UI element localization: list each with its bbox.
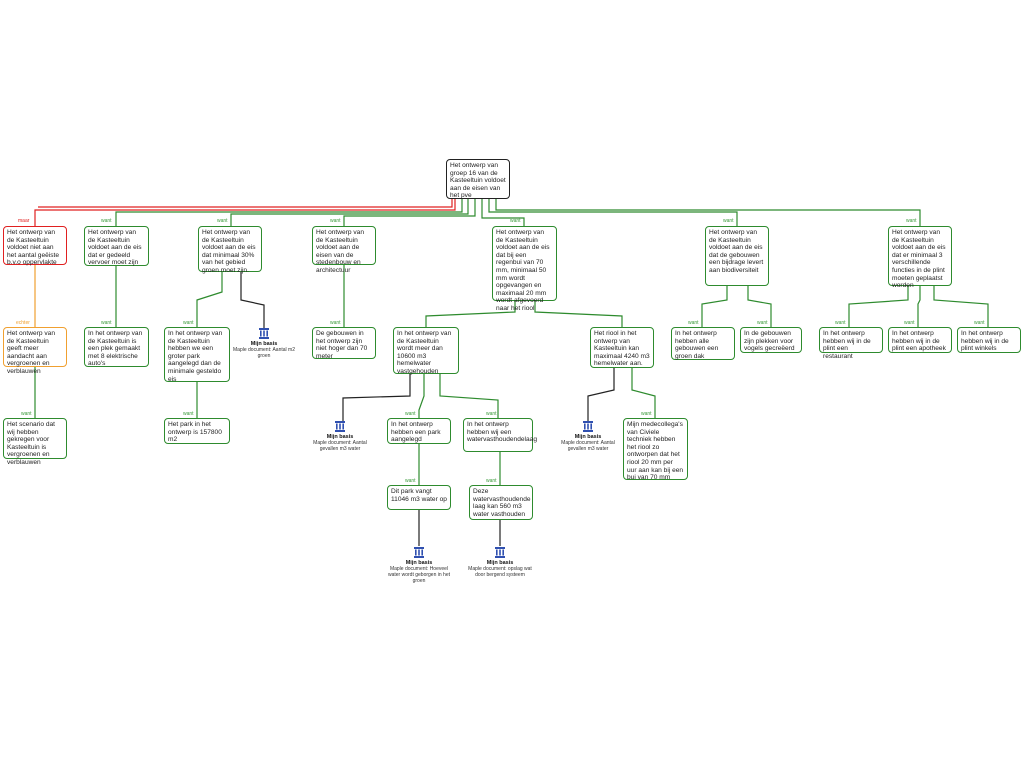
- node-winkels[interactable]: In het ontwerp hebben wij in de plint wi…: [957, 327, 1021, 353]
- relation-label-want: want: [21, 411, 32, 417]
- connector-bio-c2: [747, 286, 772, 328]
- relation-label-want: want: [486, 478, 497, 484]
- node-riool-4240[interactable]: Het riool in het ontwerp van Kasteeltuin…: [590, 327, 654, 368]
- connector-regen-c2: [534, 301, 623, 328]
- node-park-157800[interactable]: Het park in het ontwerp is 157800 m2: [164, 418, 230, 444]
- node-apotheek[interactable]: In het ontwerp hebben wij in de plint ee…: [888, 327, 952, 353]
- maple-basis-riool[interactable]: Mijn basis Maple document: Aantal gevall…: [553, 421, 623, 452]
- relation-label-want: want: [641, 411, 652, 417]
- relation-label-want: want: [330, 320, 341, 326]
- maple-title: Mijn basis: [250, 341, 278, 347]
- connector-c1-maple: [342, 374, 411, 421]
- relation-label-want: want: [486, 411, 497, 417]
- connector-func-c1: [848, 286, 909, 328]
- node-vergroenen[interactable]: Het ontwerp van de Kasteeltuin geeft mee…: [3, 327, 67, 375]
- connector-c1-laag: [439, 374, 499, 419]
- node-hoogte-70m[interactable]: De gebouwen in het ontwerp zijn niet hog…: [312, 327, 376, 360]
- node-park-aangelegd[interactable]: In het ontwerp hebben een park aangelegd: [387, 418, 451, 444]
- connector-root-con: [34, 199, 456, 227]
- relation-label-maar: maar: [18, 218, 30, 224]
- connector-root-bio: [488, 199, 738, 227]
- connector-func-c2: [917, 286, 921, 328]
- relation-label-want: want: [101, 218, 112, 224]
- node-restaurant[interactable]: In het ontwerp hebben wij in de plint ee…: [819, 327, 883, 360]
- connector-c1-park: [418, 374, 425, 419]
- node-plint-functies[interactable]: Het ontwerp van de Kasteeltuin voldoet a…: [888, 226, 952, 289]
- relation-label-want: want: [510, 218, 521, 224]
- node-vogels[interactable]: In de gebouwen zijn plekken voor vogels …: [740, 327, 802, 353]
- maple-title: Mijn basis: [574, 434, 602, 440]
- node-11046-m3[interactable]: Dit park vangt 11046 m3 water op: [387, 485, 451, 510]
- connector-bio-c1: [701, 286, 728, 328]
- node-groen-30[interactable]: Het ontwerp van de Kasteeltuin voldoet a…: [198, 226, 262, 274]
- connector-root-func: [495, 199, 921, 227]
- node-watervasthoudend[interactable]: In het ontwerp hebben wij een watervasth…: [463, 418, 537, 452]
- node-groter-park[interactable]: In het ontwerp van de Kasteeltuin hebben…: [164, 327, 230, 383]
- relation-label-want: want: [904, 320, 915, 326]
- relation-label-want: want: [405, 411, 416, 417]
- node-560-m3[interactable]: Deze watervasthoudende laag kan 560 m3 w…: [469, 485, 533, 520]
- connector-func-c3: [933, 286, 989, 328]
- connector-groen-maple: [240, 272, 265, 328]
- maple-document-icon: [259, 328, 269, 339]
- root-claim[interactable]: Het ontwerp van groep 16 van de Kasteelt…: [446, 159, 510, 199]
- connector-root-regen: [481, 199, 525, 227]
- relation-label-want: want: [723, 218, 734, 224]
- node-10600-m3[interactable]: In het ontwerp van de Kasteeltuin wordt …: [393, 327, 459, 375]
- maple-caption: Maple document: opslag wat door bergend …: [468, 566, 532, 578]
- node-regenbui[interactable]: Het ontwerp van de Kasteeltuin voldoet a…: [492, 226, 557, 312]
- relation-label-echter: echter: [16, 320, 30, 326]
- relation-label-want: want: [757, 320, 768, 326]
- maple-title: Mijn basis: [486, 560, 514, 566]
- relation-label-want: want: [330, 218, 341, 224]
- maple-document-icon: [414, 547, 424, 558]
- maple-basis-park[interactable]: Mijn basis Maple document: Hoeveel water…: [384, 547, 454, 584]
- node-elektrische-autos[interactable]: In het ontwerp van de Kasteeltuin is een…: [84, 327, 149, 367]
- connector-root-groen: [230, 199, 469, 227]
- maple-title: Mijn basis: [405, 560, 433, 566]
- relation-label-want: want: [906, 218, 917, 224]
- relation-label-want: want: [217, 218, 228, 224]
- relation-label-want: want: [688, 320, 699, 326]
- maple-document-icon: [335, 421, 345, 432]
- maple-basis-groen[interactable]: Mijn basis Maple document: Aantal m2 gro…: [229, 328, 299, 359]
- node-con-bvo[interactable]: Het ontwerp van de Kasteeltuin voldoet n…: [3, 226, 67, 266]
- maple-document-icon: [495, 547, 505, 558]
- relation-label-want: want: [974, 320, 985, 326]
- maple-caption: Maple document: Aantal gevallen m3 water: [313, 440, 367, 452]
- maple-caption: Maple document: Aantal m2 groen: [233, 347, 295, 359]
- relation-label-want: want: [405, 478, 416, 484]
- connector-groen-child: [196, 272, 223, 328]
- node-gedeeld-vervoer[interactable]: Het ontwerp van de Kasteeltuin voldoet a…: [84, 226, 149, 266]
- maple-title: Mijn basis: [326, 434, 354, 440]
- node-biodiversiteit[interactable]: Het ontwerp van de Kasteeltuin voldoet a…: [705, 226, 769, 286]
- node-scenario[interactable]: Het scenario dat wij hebben gekregen voo…: [3, 418, 67, 466]
- connector-c2-civiel: [631, 368, 656, 419]
- connector-regen-c1: [425, 301, 516, 328]
- connector-root-con-2: [38, 199, 453, 208]
- connector-root-stede: [343, 199, 476, 227]
- relation-label-want: want: [183, 320, 194, 326]
- connector-c2-maple: [587, 368, 615, 421]
- relation-label-want: want: [183, 411, 194, 417]
- node-stedenbouw[interactable]: Het ontwerp van de Kasteeltuin voldoet a…: [312, 226, 376, 274]
- relation-label-want: want: [101, 320, 112, 326]
- maple-document-icon: [583, 421, 593, 432]
- maple-basis-laag[interactable]: Mijn basis Maple document: opslag wat do…: [465, 547, 535, 578]
- relation-label-want: want: [835, 320, 846, 326]
- maple-caption: Maple document: Aantal gevallen m3 water: [561, 440, 615, 452]
- node-civiele-techniek[interactable]: Mijn medecollega's van Civiele techniek …: [623, 418, 688, 481]
- connector-root-ov: [115, 199, 463, 227]
- maple-basis-regen-1[interactable]: Mijn basis Maple document: Aantal gevall…: [305, 421, 375, 452]
- node-groen-dak[interactable]: In het ontwerp hebben alle gebouwen een …: [671, 327, 735, 360]
- maple-caption: Maple document: Hoeveel water wordt gebo…: [388, 566, 450, 584]
